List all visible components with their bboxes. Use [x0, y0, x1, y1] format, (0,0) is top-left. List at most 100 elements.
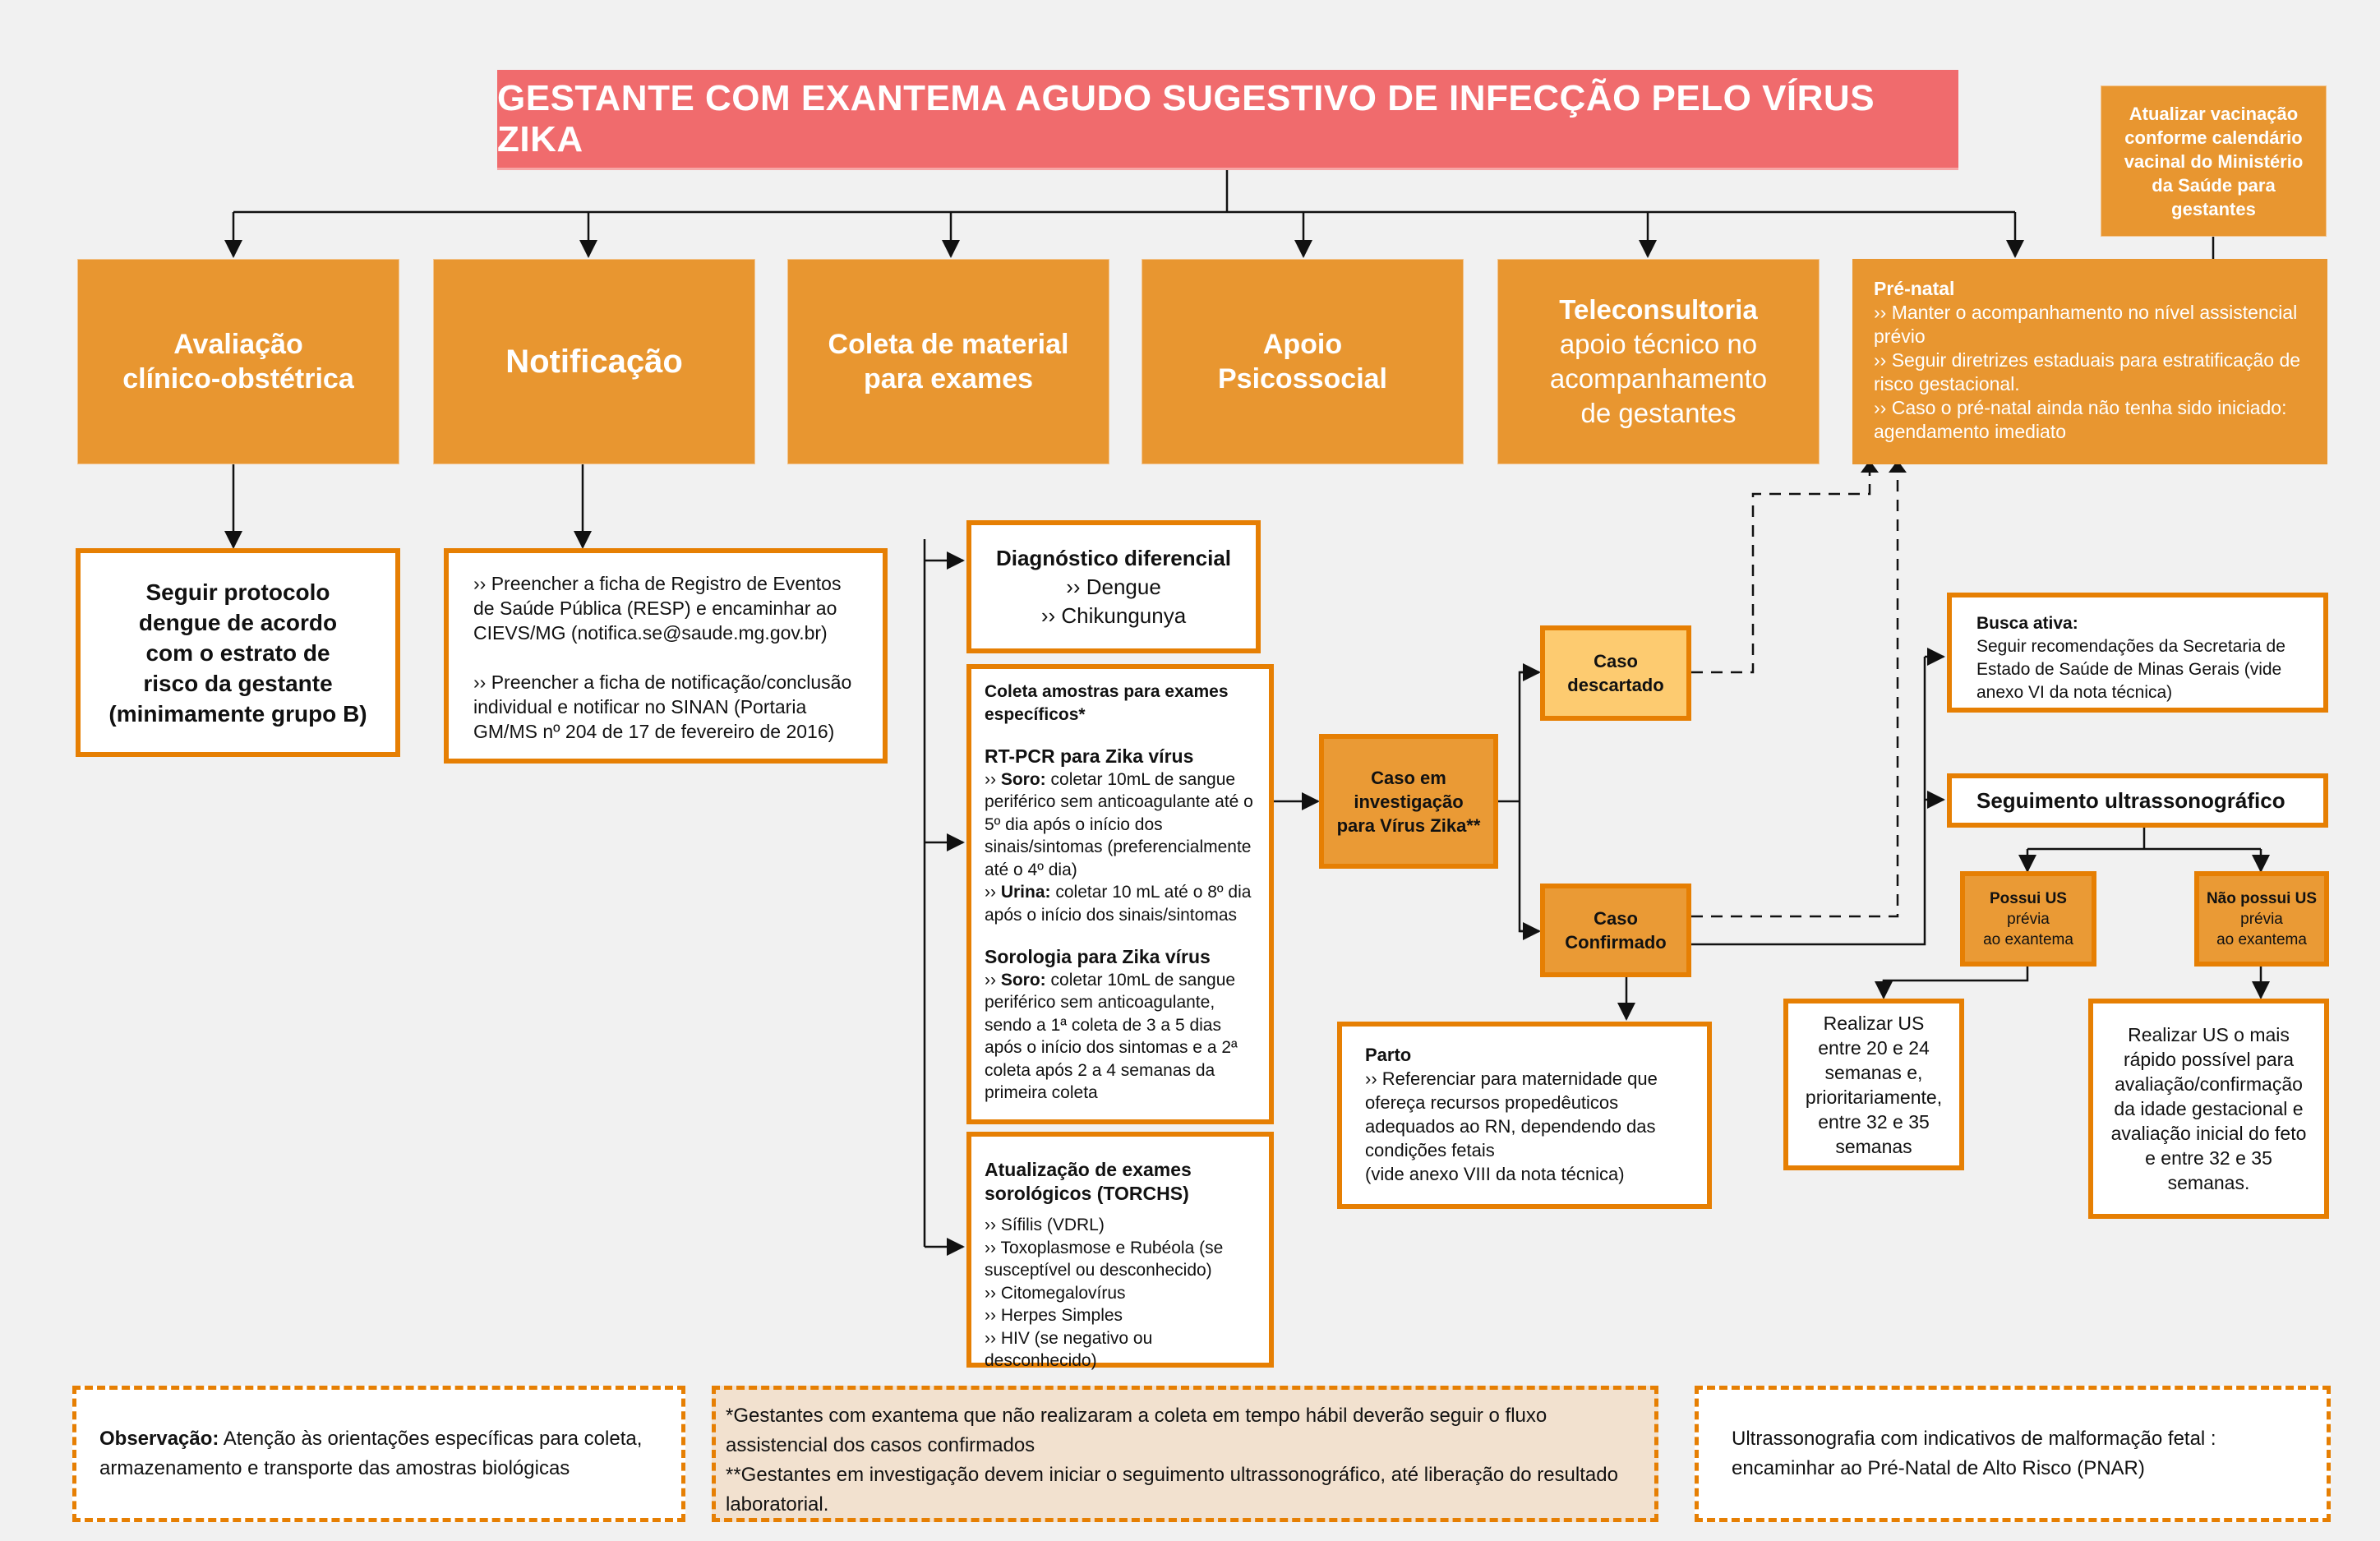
teleconsultoria-line3: de gestantes: [1580, 398, 1737, 428]
sorologia-soro-label: Soro:: [1000, 970, 1046, 990]
parto-title: Parto: [1365, 1045, 1412, 1065]
torchs-item: ›› Herpes Simples: [985, 1306, 1123, 1325]
vaccination-text: Atualizar vacinação conforme calendário …: [2124, 103, 2304, 219]
torchs-item: ›› Sífilis (VDRL): [985, 1216, 1105, 1234]
nao-possui-us-title: Não possui US: [2206, 889, 2318, 907]
coleta-line1: Coleta de material: [828, 329, 1069, 360]
apoio-box: Apoio Psicossocial: [1142, 259, 1464, 464]
parto-text: ›› Referenciar para maternidade que ofer…: [1365, 1068, 1658, 1160]
rtpcr-urina: ›› Urina: coletar 10 mL até o 8º dia apó…: [985, 881, 1256, 926]
notificacao-label: Notificação: [505, 343, 683, 380]
realizar-us-rapido-text: Realizar US o mais rápido possível para …: [2110, 1024, 2307, 1193]
caso-confirmado-line: Caso: [1594, 908, 1638, 929]
coleta-amostras-title: Coleta amostras para exames específicos*: [985, 682, 1229, 724]
dengue-line: risco da gestante: [143, 670, 333, 696]
parto-ref: (vide anexo VIII da nota técnica): [1365, 1164, 1625, 1184]
caso-confirmado-line: Confirmado: [1565, 932, 1667, 953]
bullet: ››: [985, 769, 996, 789]
possui-us-title: Possui US: [1990, 889, 2067, 907]
torchs-item: ›› Toxoplasmose e Rubéola (se susceptíve…: [985, 1238, 1224, 1280]
torchs-box: Atualização de exames sorológicos (TORCH…: [966, 1132, 1274, 1370]
parto-box: Parto ›› Referenciar para maternidade qu…: [1337, 1022, 1712, 1209]
sorologia-title: Sorologia para Zika vírus: [985, 946, 1211, 967]
observacao-label: Observação:: [99, 1428, 219, 1450]
prenatal-item: ›› Manter o acompanhamento no nível assi…: [1874, 302, 2298, 347]
diagnostico-item: ›› Chikungunya: [1040, 602, 1187, 628]
prenatal-title: Pré-natal: [1874, 278, 1955, 299]
nao-possui-us-line1: prévia: [2240, 910, 2283, 928]
rtpcr-urina-label: Urina:: [1000, 883, 1051, 902]
teleconsultoria-title: Teleconsultoria: [1559, 294, 1758, 325]
dengue-line: com o estrato de: [145, 639, 330, 666]
dengue-protocol-box: Seguir protocolo dengue de acordo com o …: [76, 548, 400, 757]
confirmado-to-right-line: [1691, 657, 1926, 946]
torchs-title: Atualização de exames sorológicos (TORCH…: [985, 1159, 1192, 1204]
busca-ativa-box: Busca ativa: Seguir recomendações da Sec…: [1947, 593, 2328, 713]
teleconsultoria-line1: apoio técnico no: [1559, 329, 1758, 359]
apoio-line1: Apoio: [1262, 329, 1343, 360]
rtpcr-title: RT-PCR para Zika vírus: [985, 745, 1194, 767]
nao-possui-us-box: Não possui US prévia ao exantema: [2194, 871, 2329, 967]
caso-descartado-box: Caso descartado: [1540, 625, 1691, 721]
caso-investigacao-line: para Vírus Zika**: [1336, 814, 1481, 836]
sorologia-soro-text: coletar 10mL de sangue periférico sem an…: [985, 970, 1238, 1103]
caso-confirmado-box: Caso Confirmado: [1540, 884, 1691, 977]
footnote-2: **Gestantes em investigação devem inicia…: [726, 1464, 1618, 1516]
diagnostico-box: Diagnóstico diferencial ›› Dengue ›› Chi…: [966, 520, 1261, 653]
possui-us-line2: ao exantema: [1983, 930, 2073, 948]
notificacao-box: Notificação: [433, 259, 755, 464]
notificacao-instruction: ›› Preencher a ficha de Registro de Even…: [473, 573, 842, 644]
coleta-box: Coleta de material para exames: [787, 259, 1109, 464]
dengue-line: dengue de acordo: [138, 609, 338, 635]
footnote-1: *Gestantes com exantema que não realizar…: [726, 1405, 1547, 1456]
dengue-line: Seguir protocolo: [145, 579, 330, 605]
busca-ativa-text: Seguir recomendações da Secretaria de Es…: [1976, 637, 2285, 702]
caso-descartado-line: Caso: [1594, 651, 1638, 671]
prenatal-box: Pré-natal ›› Manter o acompanhamento no …: [1852, 259, 2327, 464]
bullet: ››: [985, 970, 996, 990]
rtpcr-soro-label: Soro:: [1000, 769, 1046, 789]
dashed-confirmado-to-prenatal: [1691, 468, 1899, 918]
diagnostico-item: ›› Dengue: [1066, 574, 1161, 599]
pnar-text: Ultrassonografia com indicativos de malf…: [1732, 1428, 2216, 1479]
rtpcr-soro-text: coletar 10mL de sangue periférico sem an…: [985, 769, 1253, 879]
footnotes-note: *Gestantes com exantema que não realizar…: [712, 1386, 1658, 1522]
possui-us-line1: prévia: [2007, 910, 2050, 928]
torchs-item: ›› Citomegalovírus: [985, 1283, 1126, 1303]
torchs-item: ›› HIV (se negativo ou desconhecido): [985, 1328, 1153, 1371]
teleconsultoria-line2: acompanhamento: [1549, 363, 1768, 394]
coleta-amostras-box: Coleta amostras para exames específicos*…: [966, 664, 1274, 1124]
pnar-note: Ultrassonografia com indicativos de malf…: [1695, 1386, 2331, 1522]
avaliacao-box: Avaliação clínico-obstétrica: [77, 259, 399, 464]
realizar-us-20-24-box: Realizar US entre 20 e 24 semanas e, pri…: [1783, 999, 1964, 1170]
caso-descartado-line: descartado: [1567, 675, 1664, 695]
diagnostico-title: Diagnóstico diferencial: [995, 545, 1232, 570]
nao-possui-us-line2: ao exantema: [2216, 930, 2307, 948]
seguimento-label: Seguimento ultrassonográfico: [1976, 787, 2285, 813]
observacao-note: Observação: Atenção às orientações espec…: [72, 1386, 685, 1522]
rtpcr-urina-text: coletar 10 mL até o 8º dia após o início…: [985, 883, 1252, 925]
realizar-us-rapido-box: Realizar US o mais rápido possível para …: [2088, 999, 2329, 1219]
avaliacao-line1: Avaliação: [173, 329, 303, 360]
caso-investigacao-box: Caso em investigação para Vírus Zika**: [1319, 734, 1498, 869]
apoio-line2: Psicossocial: [1217, 363, 1387, 394]
sorologia-soro: ›› Soro: coletar 10mL de sangue periféri…: [985, 969, 1256, 1105]
teleconsultoria-box: Teleconsultoria apoio técnico no acompan…: [1497, 259, 1820, 464]
dengue-line: (minimamente grupo B): [108, 700, 367, 727]
flowchart-title: GESTANTE COM EXANTEMA AGUDO SUGESTIVO DE…: [497, 70, 1958, 170]
avaliacao-line2: clínico-obstétrica: [122, 363, 354, 394]
possui-us-box: Possui US prévia ao exantema: [1960, 871, 2096, 967]
prenatal-item: ›› Seguir diretrizes estaduais para estr…: [1874, 349, 2301, 394]
prenatal-item: ›› Caso o pré-natal ainda não tenha sido…: [1874, 397, 2287, 442]
observacao-text: Atenção às orientações específicas para …: [99, 1428, 643, 1479]
realizar-us-20-24-text: Realizar US entre 20 e 24 semanas e, pri…: [1805, 1012, 1943, 1157]
caso-investigacao-line: investigação: [1354, 791, 1464, 812]
busca-ativa-title: Busca ativa:: [1976, 614, 2078, 633]
notificacao-instruction: ›› Preencher a ficha de notificação/conc…: [473, 671, 852, 742]
notificacao-detail-box: ›› Preencher a ficha de Registro de Even…: [444, 548, 888, 764]
seguimento-box: Seguimento ultrassonográfico: [1947, 773, 2328, 828]
rtpcr-soro: ›› Soro: coletar 10mL de sangue periféri…: [985, 768, 1256, 882]
dashed-descartado-to-prenatal: [1691, 468, 1871, 674]
caso-investigacao-line: Caso em: [1371, 767, 1446, 788]
vaccination-box: Atualizar vacinação conforme calendário …: [2101, 85, 2327, 237]
